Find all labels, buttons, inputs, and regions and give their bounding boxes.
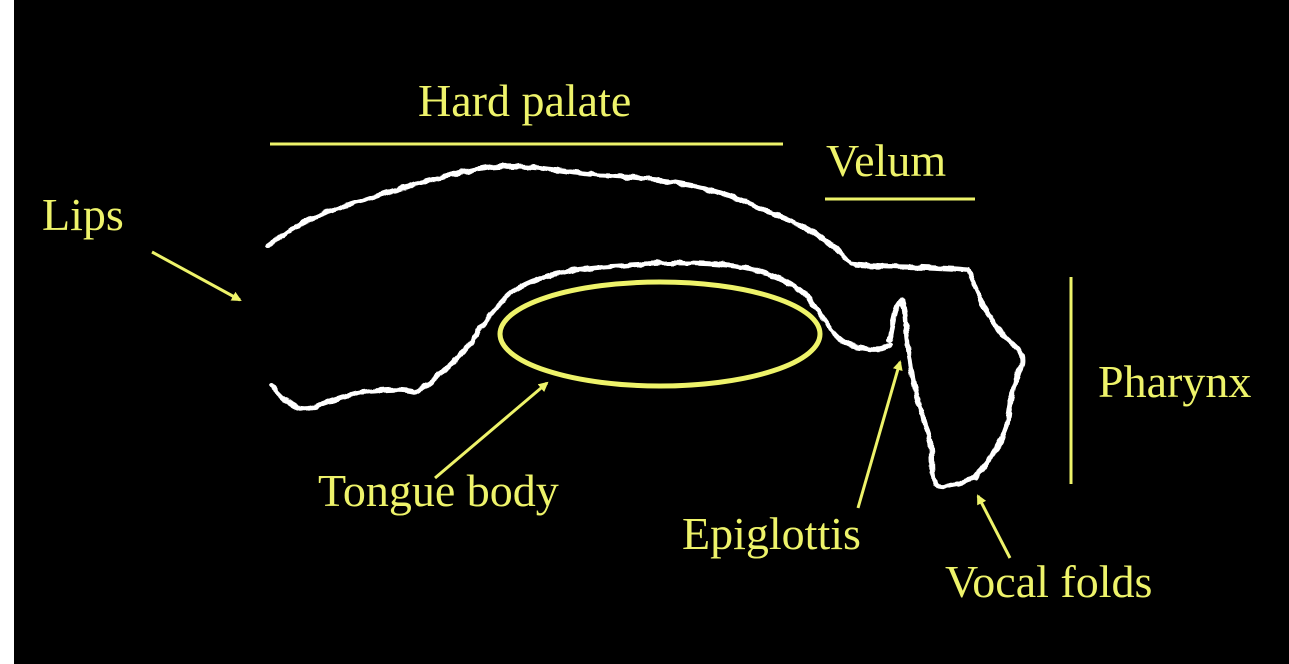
tongue-surface-outline xyxy=(272,263,890,409)
lips-arrow xyxy=(152,252,240,300)
velum-label: Velum xyxy=(826,135,946,186)
epiglottis-label: Epiglottis xyxy=(682,508,861,559)
pharynx-label: Pharynx xyxy=(1098,356,1251,407)
vocal-folds-label: Vocal folds xyxy=(945,556,1152,607)
tongue-body-arrow xyxy=(435,383,547,478)
vocal-folds-arrow xyxy=(978,496,1010,558)
tongue-body-ellipse xyxy=(500,282,820,386)
hard-palate-label: Hard palate xyxy=(418,75,631,126)
epiglottis-arrow xyxy=(858,362,900,508)
upper-vocal-tract-outline xyxy=(268,166,1022,486)
lips-label: Lips xyxy=(42,189,124,240)
tongue-body-label: Tongue body xyxy=(318,465,559,516)
